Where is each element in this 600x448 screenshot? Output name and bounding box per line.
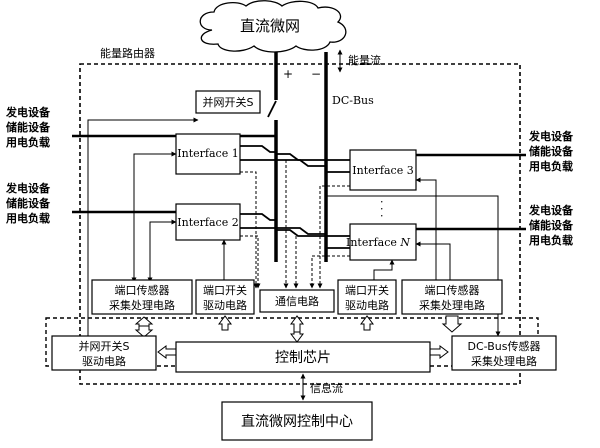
communication-circuit: 通信电路 — [259, 289, 335, 313]
right-bottom-device-group: 发电设备 储能设备 用电负载 — [528, 203, 574, 247]
circuit-label: 驱动电路 — [203, 299, 247, 312]
port-switch-driver-left: 端口开关 驱动电路 — [195, 279, 255, 315]
hollow-arrows — [134, 315, 463, 359]
control-center: 直流微网控制中心 — [221, 401, 373, 441]
dc-microgrid-cloud: 直流微网 — [199, 0, 347, 53]
device-label: 用电负载 — [529, 159, 573, 173]
interface-1: Interface 1 — [175, 133, 241, 175]
circuit-label: 端口开关 — [345, 283, 389, 297]
interface-label: Interface N — [346, 236, 410, 249]
circuit-label: 端口开关 — [203, 283, 247, 297]
vertical-dots: · · · — [375, 200, 388, 217]
circuit-label: 采集处理电路 — [471, 354, 537, 368]
device-label: 储能设备 — [6, 120, 51, 134]
interface3-bus-lines — [276, 153, 350, 173]
left-top-device-group: 发电设备 储能设备 用电负载 — [5, 105, 51, 149]
device-label: 用电负载 — [6, 135, 50, 149]
dashed-signal-arrows — [240, 160, 350, 289]
circuit-label: 采集处理电路 — [109, 298, 175, 312]
interface-3: Interface 3 — [349, 149, 417, 191]
device-label: 储能设备 — [529, 144, 574, 158]
device-label: 发电设备 — [528, 129, 574, 143]
port-sensor-circuit-left: 端口传感器 采集处理电路 — [91, 279, 193, 315]
energy-router-frame — [79, 63, 521, 385]
grid-switch-box — [195, 90, 261, 114]
cloud-label: 直流微网 — [240, 17, 300, 35]
device-label: 用电负载 — [6, 211, 50, 225]
device-label: 发电设备 — [528, 203, 574, 217]
interface-2: Interface 2 — [175, 203, 241, 241]
interface1-bus-lines — [240, 145, 326, 167]
grid-switch-blade — [267, 100, 277, 118]
circuit-label: 并网开关S — [79, 339, 130, 353]
circuit-label: DC-Bus传感器 — [468, 340, 541, 353]
bus-label: DC-Bus — [332, 94, 374, 107]
interfaceN-bus-lines — [276, 229, 350, 249]
device-label: 发电设备 — [5, 105, 51, 119]
control-chip: 控制芯片 — [175, 341, 431, 373]
port-switch-driver-right: 端口开关 驱动电路 — [337, 279, 397, 315]
interface-label: Interface 2 — [177, 216, 238, 229]
interface2-bus-lines — [240, 213, 326, 235]
grid-switch-driver-circuit: 并网开关S 驱动电路 — [51, 335, 157, 371]
energy-flow-label: 能量流 — [348, 53, 381, 67]
plus-sign: + — [283, 67, 293, 81]
dcbus-sensor-circuit: DC-Bus传感器 采集处理电路 — [451, 335, 557, 371]
right-top-device-group: 发电设备 储能设备 用电负载 — [528, 129, 574, 173]
left-bottom-device-group: 发电设备 储能设备 用电负载 — [5, 181, 51, 225]
device-label: 发电设备 — [5, 181, 51, 195]
interface-label: Interface 3 — [352, 164, 413, 177]
info-flow-label: 信息流 — [310, 381, 343, 395]
grid-switch-label: 并网开关S — [203, 95, 254, 109]
minus-sign: − — [311, 67, 321, 81]
circuit-label: 通信电路 — [275, 295, 319, 308]
port-sensor-circuit-right: 端口传感器 采集处理电路 — [401, 279, 503, 315]
circuit-label: 驱动电路 — [345, 299, 389, 312]
circuit-label: 驱动电路 — [82, 355, 126, 368]
interface-N: Interface N — [346, 223, 417, 261]
control-chip-label: 控制芯片 — [275, 350, 331, 366]
interface-label: Interface 1 — [177, 147, 238, 160]
circuit-label: 端口传感器 — [115, 284, 170, 297]
device-label: 储能设备 — [6, 196, 51, 210]
router-label: 能量路由器 — [100, 46, 155, 60]
circuit-label: 端口传感器 — [425, 284, 480, 297]
device-label: 储能设备 — [529, 218, 574, 232]
control-center-label: 直流微网控制中心 — [241, 413, 353, 430]
switch-gap — [272, 100, 281, 120]
device-label: 用电负载 — [529, 233, 573, 247]
circuit-label: 采集处理电路 — [419, 298, 485, 312]
